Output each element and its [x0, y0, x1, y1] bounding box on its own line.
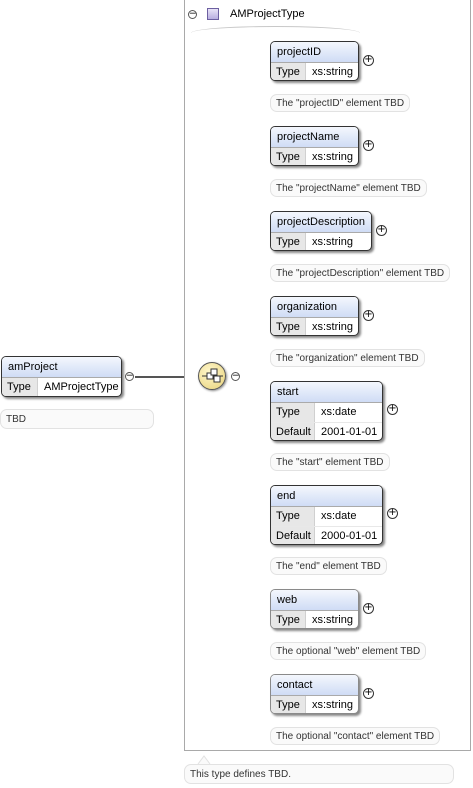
- type-key: Type: [271, 233, 306, 250]
- type-key: Type: [271, 63, 306, 80]
- element-name: projectDescription: [271, 212, 371, 233]
- element-name: end: [271, 486, 382, 507]
- doc-end: The "end" element TBD: [270, 557, 387, 575]
- root-documentation: TBD: [0, 409, 154, 429]
- element-projectDescription[interactable]: projectDescription Type xs:string: [270, 211, 372, 251]
- doc-organization: The "organization" element TBD: [270, 349, 425, 367]
- type-value: xs:string: [312, 236, 353, 248]
- expand-button-web[interactable]: +: [363, 602, 374, 614]
- default-value: 2001-01-01: [321, 426, 378, 438]
- expand-button-start[interactable]: +: [387, 403, 398, 415]
- root-element-name: amProject: [2, 357, 121, 378]
- expand-button-contact[interactable]: +: [363, 687, 374, 699]
- element-projectName[interactable]: projectName Type xs:string: [270, 126, 359, 166]
- element-end[interactable]: end Type xs:date Default 2000-01-01: [270, 485, 383, 545]
- type-collapse-button[interactable]: −: [188, 9, 197, 19]
- element-name: projectID: [271, 42, 358, 63]
- doc-projectName: The "projectName" element TBD: [270, 179, 427, 197]
- expand-button-organization[interactable]: +: [363, 309, 374, 321]
- root-element-amProject[interactable]: amProject Type AMProjectType: [1, 356, 122, 397]
- type-title-divider: [191, 26, 360, 33]
- type-key: Type: [271, 507, 315, 526]
- root-type-key: Type: [2, 378, 38, 396]
- default-key: Default: [271, 527, 315, 544]
- type-value: xs:string: [312, 66, 353, 78]
- element-web[interactable]: web Type xs:string: [270, 589, 359, 629]
- root-collapse-button[interactable]: −: [125, 371, 134, 381]
- type-value: xs:string: [312, 321, 353, 333]
- sequence-glyph: [202, 368, 223, 383]
- element-name: contact: [271, 675, 358, 696]
- type-value: xs:string: [312, 699, 353, 711]
- expand-button-end[interactable]: +: [387, 507, 398, 519]
- expand-button-projectID[interactable]: +: [363, 54, 374, 66]
- root-type-value: AMProjectType: [44, 381, 119, 393]
- element-name: web: [271, 590, 358, 611]
- doc-projectDescription: The "projectDescription" element TBD: [270, 264, 451, 282]
- type-value: xs:date: [321, 406, 357, 418]
- type-value: xs:string: [312, 151, 353, 163]
- type-value: xs:date: [321, 510, 357, 522]
- type-title: AMProjectType: [230, 8, 305, 20]
- element-projectID[interactable]: projectID Type xs:string: [270, 41, 359, 81]
- type-value: xs:string: [312, 614, 353, 626]
- element-name: organization: [271, 297, 358, 318]
- element-contact[interactable]: contact Type xs:string: [270, 674, 359, 714]
- type-key: Type: [271, 696, 306, 713]
- type-key: Type: [271, 148, 306, 165]
- doc-contact: The optional "contact" element TBD: [270, 727, 441, 745]
- type-key: Type: [271, 611, 306, 628]
- default-value: 2000-01-01: [321, 530, 378, 542]
- expand-button-projectDescription[interactable]: +: [376, 224, 387, 236]
- type-documentation: This type defines TBD.: [184, 764, 454, 784]
- sequence-collapse-button[interactable]: −: [231, 371, 240, 381]
- element-name: start: [271, 382, 382, 403]
- element-name: projectName: [271, 127, 358, 148]
- default-key: Default: [271, 423, 315, 440]
- expand-button-projectName[interactable]: +: [363, 139, 374, 151]
- element-start[interactable]: start Type xs:date Default 2001-01-01: [270, 381, 383, 441]
- doc-start: The "start" element TBD: [270, 453, 390, 471]
- type-key: Type: [271, 403, 315, 422]
- sequence-icon[interactable]: [198, 362, 226, 390]
- complex-type-icon: [207, 8, 219, 20]
- element-organization[interactable]: organization Type xs:string: [270, 296, 359, 336]
- type-key: Type: [271, 318, 306, 335]
- doc-web: The optional "web" element TBD: [270, 642, 427, 660]
- doc-projectID: The "projectID" element TBD: [270, 94, 411, 112]
